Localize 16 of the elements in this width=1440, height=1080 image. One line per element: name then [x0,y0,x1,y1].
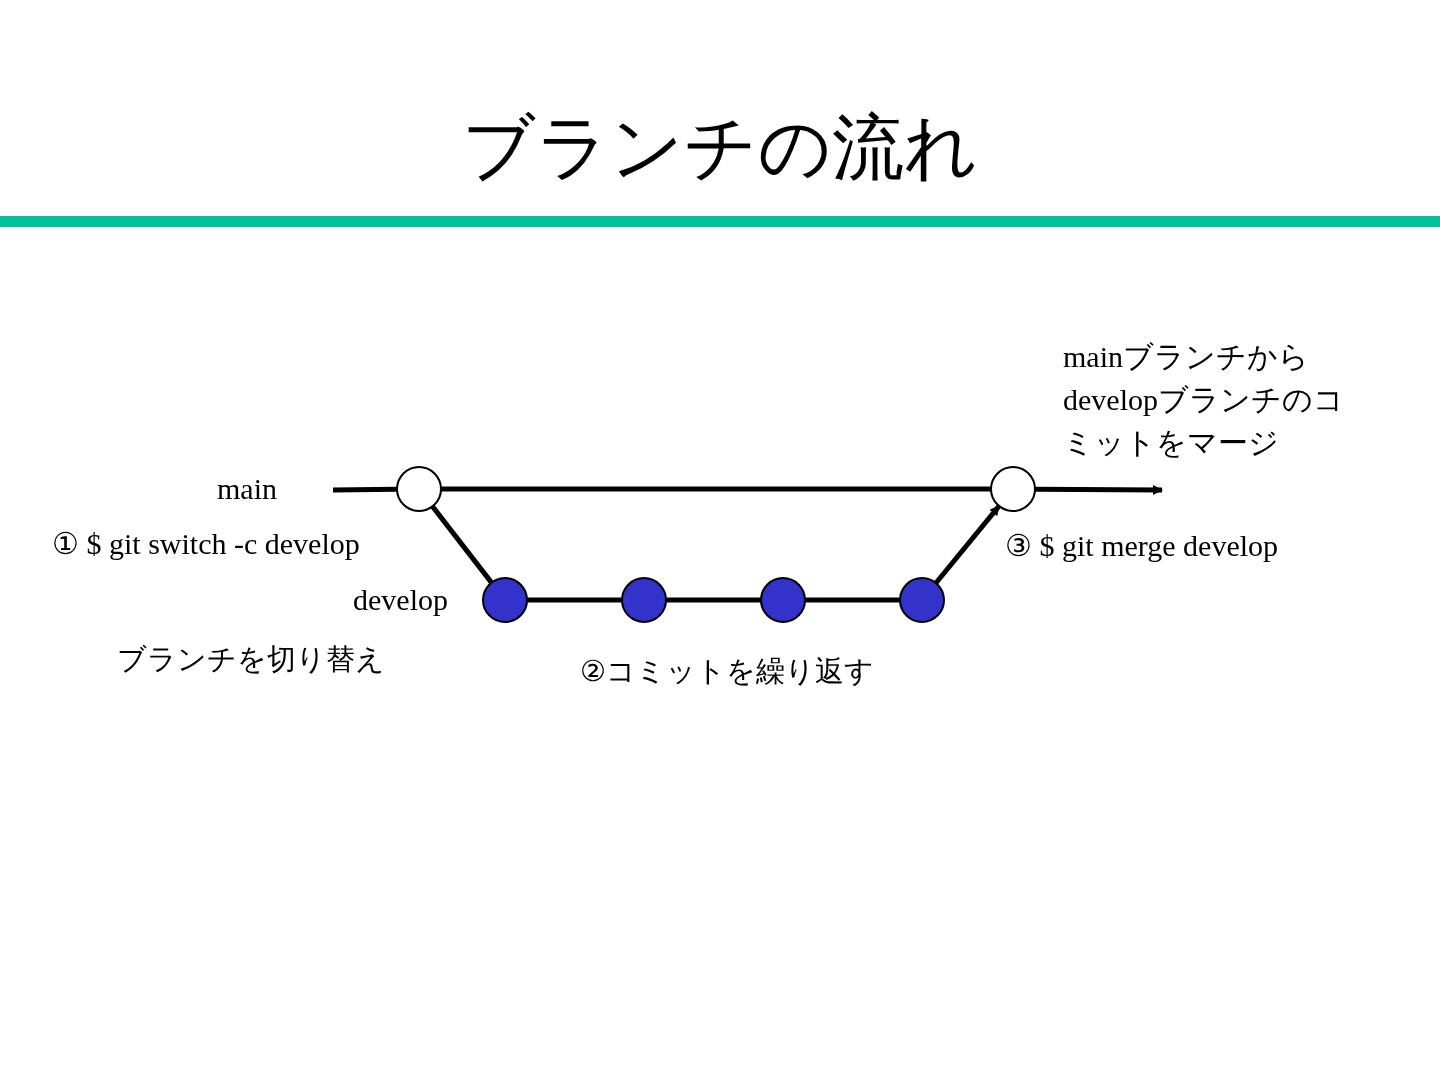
command-text: ③ $ git merge develop [1005,528,1279,563]
connector-line [666,597,761,603]
branch-label: develop [353,583,448,617]
arrow [934,504,1001,585]
step-text: ブランチを切り替え [117,641,385,678]
connector-line [805,597,900,603]
step-text: ②コミットを繰り返す [580,653,874,690]
branch-label: main [217,472,277,506]
connector-line [527,597,622,603]
connector-line [430,504,494,585]
connector-line [332,486,398,493]
slide-title: ブランチの流れ [462,104,978,191]
command-text: ① $ git switch -c develop [52,526,360,561]
arrow [1035,484,1163,495]
note-text: mainブランチからdevelopブランチのコミットをマージ [1063,339,1345,461]
connector-line [441,486,991,492]
